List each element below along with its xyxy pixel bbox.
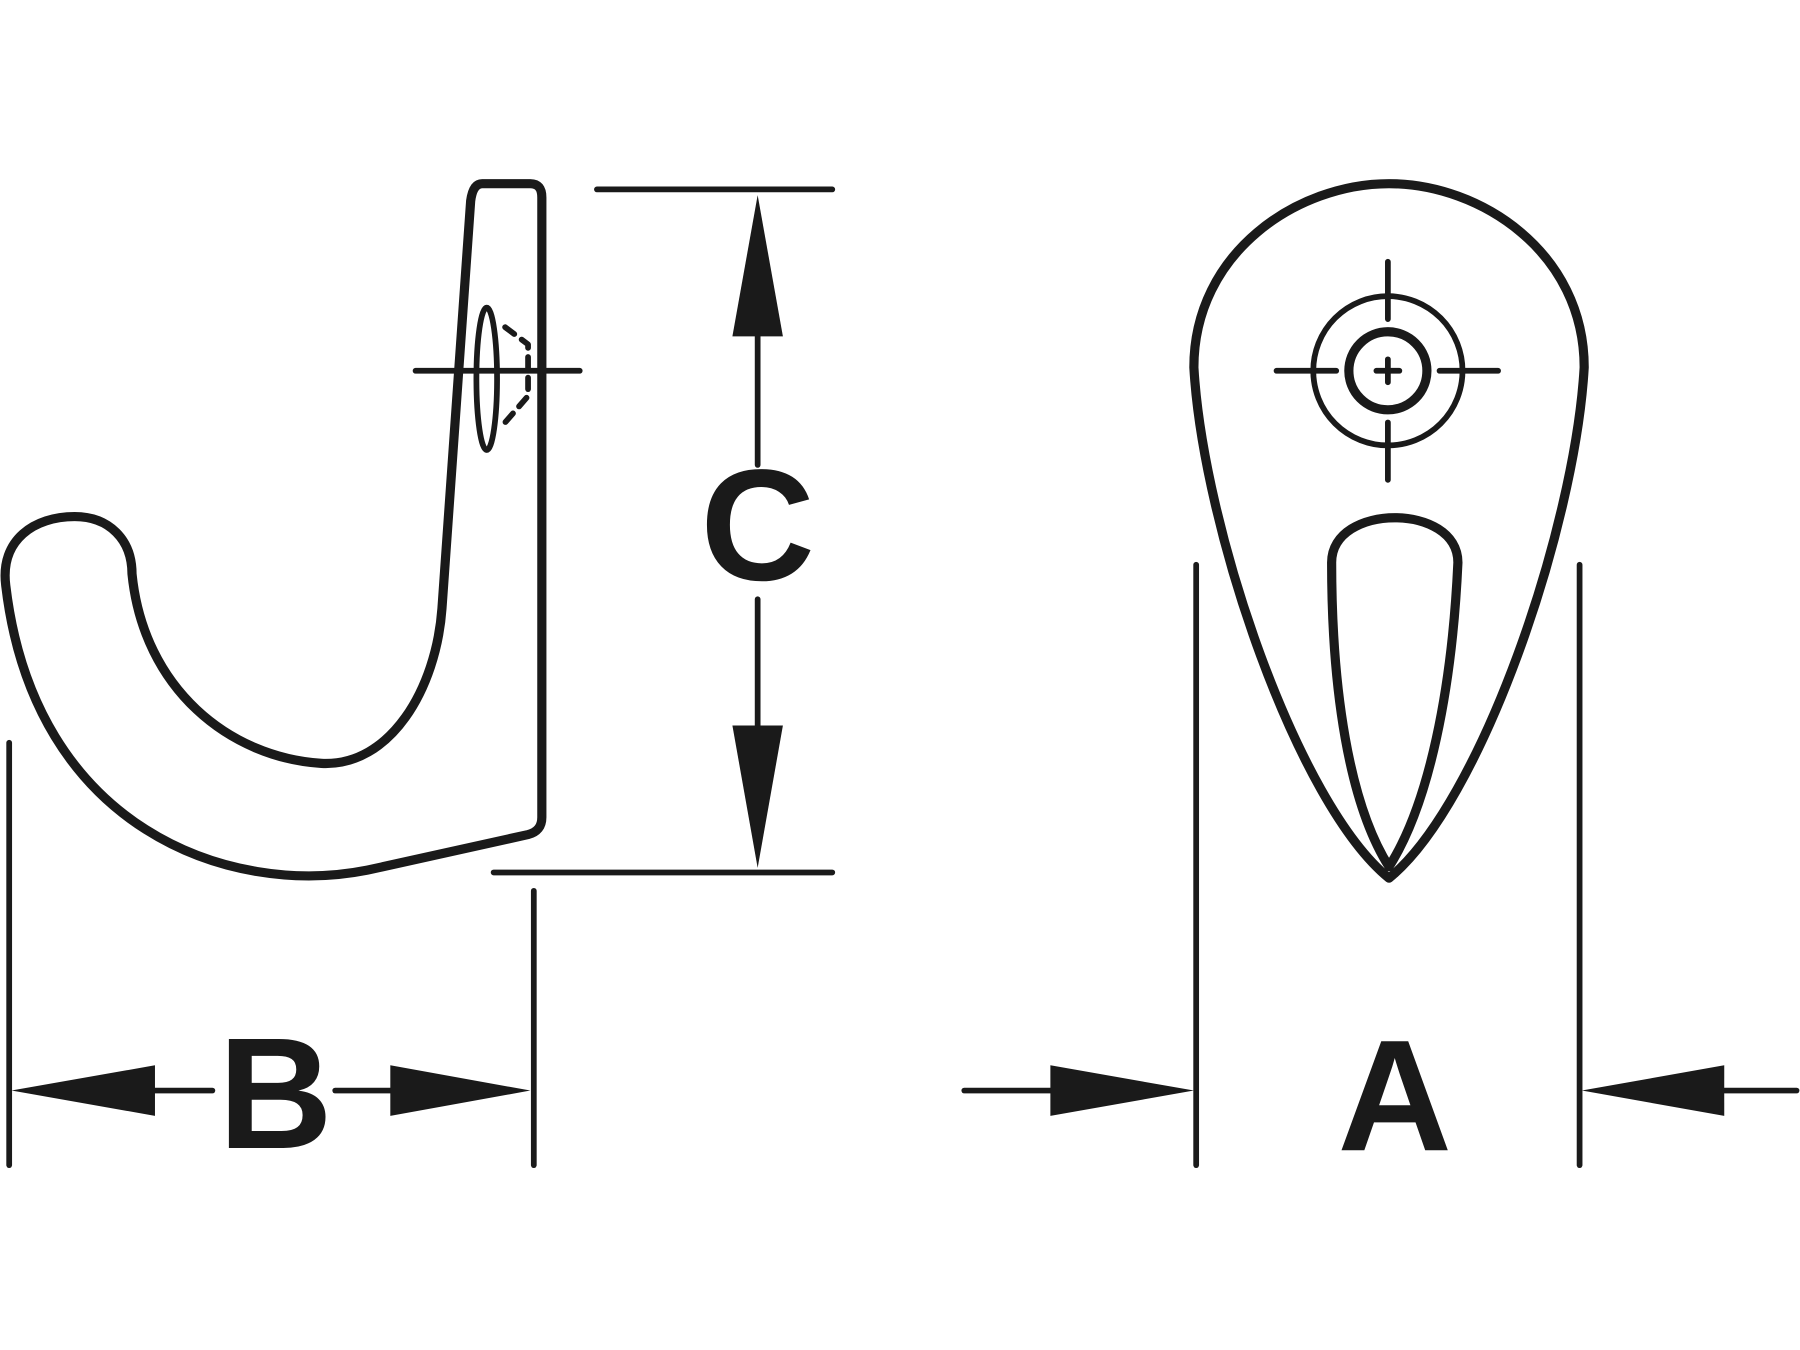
hook-front-view	[1189, 179, 1589, 883]
dimension-b: B	[6, 739, 537, 1182]
screw-hole-circle	[1344, 327, 1432, 415]
crosshair-centerlines	[1273, 258, 1501, 483]
teardrop-plate-outline	[1189, 179, 1589, 883]
arrow-right	[1050, 1065, 1194, 1116]
screw-countersink-hidden-lines	[502, 324, 531, 426]
screw-head-side	[473, 304, 500, 453]
screw-plus-icon	[1373, 356, 1403, 386]
hook-slot-outline	[1327, 513, 1463, 872]
hook-side-outline	[0, 179, 547, 881]
label-a: A	[1338, 1007, 1452, 1184]
arrow-down	[732, 725, 783, 868]
arrow-right	[390, 1065, 531, 1116]
arrow-left	[1581, 1065, 1725, 1116]
dimension-a: A	[961, 561, 1800, 1184]
arrow-up	[732, 195, 783, 337]
label-c: C	[700, 437, 814, 614]
label-b: B	[218, 1005, 332, 1182]
arrow-left	[11, 1065, 155, 1116]
hook-side-view	[0, 179, 583, 881]
dimension-c: C	[490, 186, 836, 876]
